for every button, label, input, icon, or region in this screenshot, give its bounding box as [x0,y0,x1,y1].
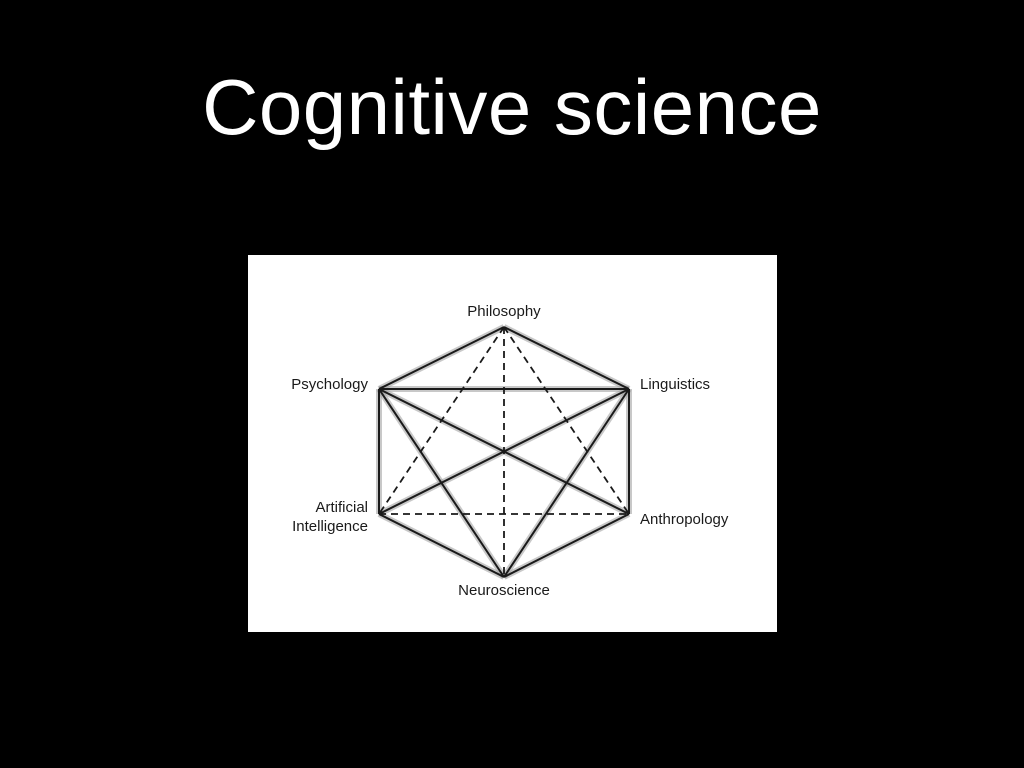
slide-title: Cognitive science [202,63,822,151]
node-label-psychology: Psychology [291,376,368,393]
edges [378,326,630,578]
node-label-anthropology: Anthropology [640,511,729,528]
edge-philosophy-psychology [378,326,505,390]
node-label-neuroscience: Neuroscience [458,582,550,599]
node-label-philosophy: Philosophy [467,303,541,320]
edge-philosophy-artificial_intelligence [378,326,505,515]
diagram-panel: Philosophy Psychology Linguistics Artifi… [248,255,777,632]
edge-anthropology-neuroscience [503,513,630,578]
node-label-artificial-intelligence-line2: Intelligence [292,518,368,535]
edge-artificial_intelligence-neuroscience [378,513,505,578]
edge-philosophy-linguistics [503,326,630,390]
edge-philosophy-anthropology [503,326,630,515]
node-label-linguistics: Linguistics [640,376,710,393]
node-label-artificial-intelligence-line1: Artificial [315,499,368,516]
interdisciplinary-hexagon-diagram: Philosophy Psychology Linguistics Artifi… [291,303,729,599]
